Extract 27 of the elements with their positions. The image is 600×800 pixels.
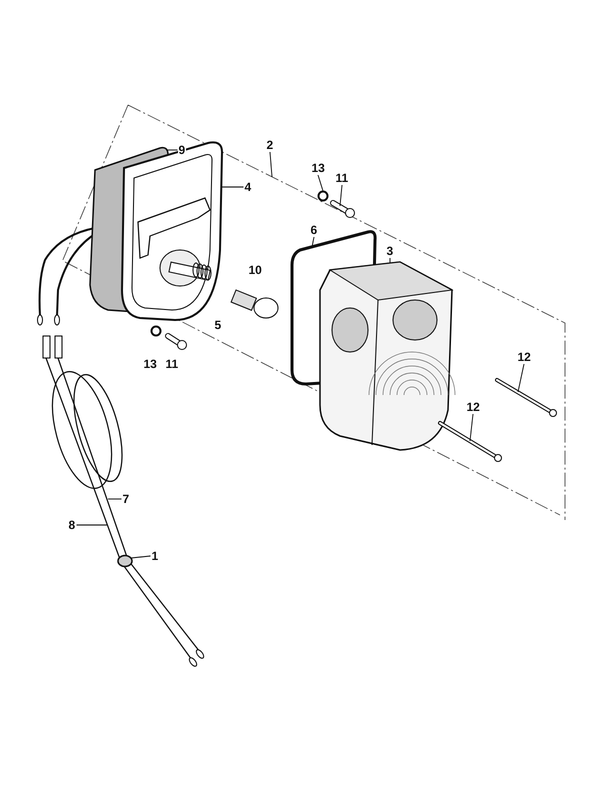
- leader-line: [312, 236, 314, 248]
- leader-line: [470, 414, 474, 442]
- callout-number: 4: [244, 180, 252, 194]
- leader-line: [130, 556, 151, 558]
- leader-line: [518, 364, 524, 392]
- leader-line: [340, 184, 342, 206]
- washer-drawing: [318, 190, 328, 202]
- callout-number: 9: [178, 143, 186, 157]
- callout-number: 5: [214, 318, 222, 332]
- callout-number: 12: [466, 400, 481, 414]
- lens-drawing: [319, 261, 456, 451]
- callout-number: 2: [266, 138, 274, 152]
- screw-drawing: [330, 200, 355, 218]
- callout-number: 10: [248, 263, 263, 277]
- callout-number: 13: [310, 161, 326, 175]
- leader-line: [270, 152, 272, 178]
- leader-line: [220, 186, 244, 188]
- long-screw-drawing: [495, 378, 557, 417]
- housing-drawing: [121, 141, 223, 321]
- leader-line: [76, 524, 108, 526]
- long-screw-drawing: [438, 421, 502, 462]
- callout-number: 12: [516, 350, 532, 364]
- callout-number: 6: [310, 223, 318, 237]
- callout-number: 3: [386, 244, 394, 258]
- callout-number: 11: [334, 171, 350, 185]
- leader-line: [318, 174, 324, 192]
- leader-line: [108, 498, 122, 500]
